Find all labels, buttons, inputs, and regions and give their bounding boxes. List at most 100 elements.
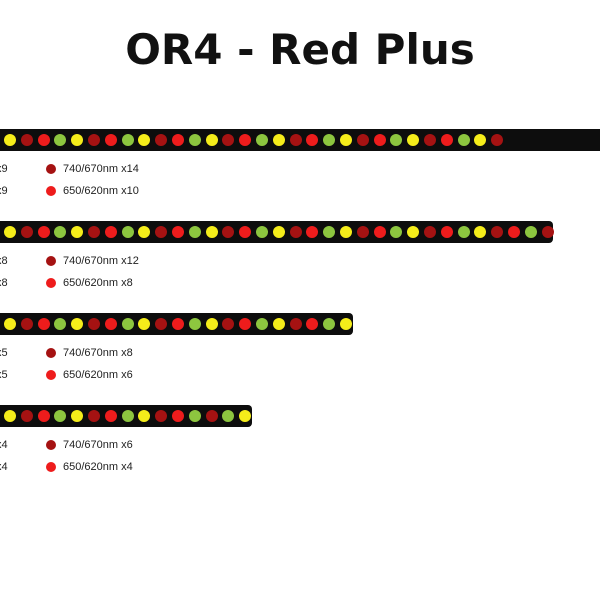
left-count-2a: x8	[0, 255, 8, 267]
led-yellow-icon	[239, 410, 252, 422]
legend-label-1a: 740/670nm x14	[63, 163, 139, 175]
led-red-icon	[104, 318, 117, 330]
led-green-icon	[323, 134, 336, 146]
led-green-icon	[222, 410, 235, 422]
led-green-icon	[457, 226, 470, 238]
led-dark-red-icon	[205, 410, 218, 422]
led-green-icon	[188, 410, 201, 422]
led-red-icon	[37, 410, 50, 422]
red-dot-icon	[46, 370, 56, 380]
led-green-icon	[54, 318, 67, 330]
legend-label-2a: 740/670nm x12	[63, 255, 139, 267]
led-red-icon	[172, 318, 184, 330]
led-yellow-icon	[272, 226, 285, 238]
led-green-icon	[256, 226, 268, 238]
led-yellow-icon	[272, 318, 285, 330]
led-dark-red-icon	[541, 226, 554, 238]
led-yellow-icon	[4, 410, 16, 422]
led-yellow-icon	[4, 318, 16, 330]
led-yellow-icon	[71, 134, 84, 146]
led-yellow-icon	[272, 134, 285, 146]
led-yellow-icon	[340, 134, 352, 146]
led-green-icon	[524, 226, 537, 238]
led-green-icon	[54, 226, 67, 238]
led-green-icon	[121, 226, 134, 238]
led-red-icon	[172, 410, 184, 422]
led-red-icon	[104, 134, 117, 146]
led-green-icon	[121, 410, 134, 422]
led-dark-red-icon	[289, 226, 302, 238]
led-strip-3	[0, 313, 353, 335]
left-count-4b: x4	[0, 461, 8, 473]
led-yellow-icon	[138, 318, 151, 330]
led-green-icon	[323, 226, 336, 238]
led-green-icon	[188, 318, 201, 330]
led-green-icon	[121, 134, 134, 146]
led-yellow-icon	[4, 134, 16, 146]
led-dark-red-icon	[424, 226, 436, 238]
led-red-icon	[508, 226, 520, 238]
led-green-icon	[457, 134, 470, 146]
led-red-icon	[373, 226, 386, 238]
led-green-icon	[188, 226, 201, 238]
led-dark-red-icon	[356, 226, 369, 238]
led-dark-red-icon	[222, 318, 235, 330]
led-dark-red-icon	[20, 318, 33, 330]
led-yellow-icon	[138, 134, 151, 146]
led-dark-red-icon	[155, 226, 168, 238]
led-yellow-icon	[474, 134, 487, 146]
led-yellow-icon	[71, 226, 84, 238]
led-dark-red-icon	[20, 410, 33, 422]
led-red-icon	[172, 134, 184, 146]
led-red-icon	[37, 226, 50, 238]
legend-label-1b: 650/620nm x10	[63, 185, 139, 197]
led-yellow-icon	[138, 410, 151, 422]
led-red-icon	[172, 226, 184, 238]
led-red-icon	[239, 134, 252, 146]
led-red-icon	[306, 318, 319, 330]
legend-label-2b: 650/620nm x8	[63, 277, 133, 289]
led-yellow-icon	[407, 134, 420, 146]
led-yellow-icon	[407, 226, 420, 238]
led-green-icon	[390, 134, 403, 146]
led-yellow-icon	[4, 226, 16, 238]
led-green-icon	[323, 318, 336, 330]
led-green-icon	[256, 318, 268, 330]
led-red-icon	[440, 226, 453, 238]
red-dot-icon	[46, 186, 56, 196]
led-yellow-icon	[138, 226, 151, 238]
left-count-1b: x9	[0, 185, 8, 197]
led-green-icon	[188, 134, 201, 146]
led-red-icon	[37, 134, 50, 146]
left-count-3a: x5	[0, 347, 8, 359]
led-green-icon	[390, 226, 403, 238]
led-yellow-icon	[474, 226, 487, 238]
led-green-icon	[54, 134, 67, 146]
led-yellow-icon	[340, 318, 352, 330]
led-yellow-icon	[205, 318, 218, 330]
led-dark-red-icon	[289, 134, 302, 146]
led-dark-red-icon	[155, 134, 168, 146]
legend-label-3b: 650/620nm x6	[63, 369, 133, 381]
led-red-icon	[306, 226, 319, 238]
left-count-4a: x4	[0, 439, 8, 451]
legend-label-4b: 650/620nm x4	[63, 461, 133, 473]
led-red-icon	[373, 134, 386, 146]
led-strip-4	[0, 405, 252, 427]
dark-red-dot-icon	[46, 440, 56, 450]
led-red-icon	[104, 226, 117, 238]
led-dark-red-icon	[88, 226, 100, 238]
led-dark-red-icon	[491, 226, 504, 238]
led-green-icon	[256, 134, 268, 146]
led-dark-red-icon	[424, 134, 436, 146]
led-red-icon	[306, 134, 319, 146]
dark-red-dot-icon	[46, 348, 56, 358]
led-dark-red-icon	[222, 226, 235, 238]
red-dot-icon	[46, 278, 56, 288]
legend-label-4a: 740/670nm x6	[63, 439, 133, 451]
led-yellow-icon	[205, 226, 218, 238]
led-dark-red-icon	[289, 318, 302, 330]
led-dark-red-icon	[491, 134, 504, 146]
led-red-icon	[440, 134, 453, 146]
